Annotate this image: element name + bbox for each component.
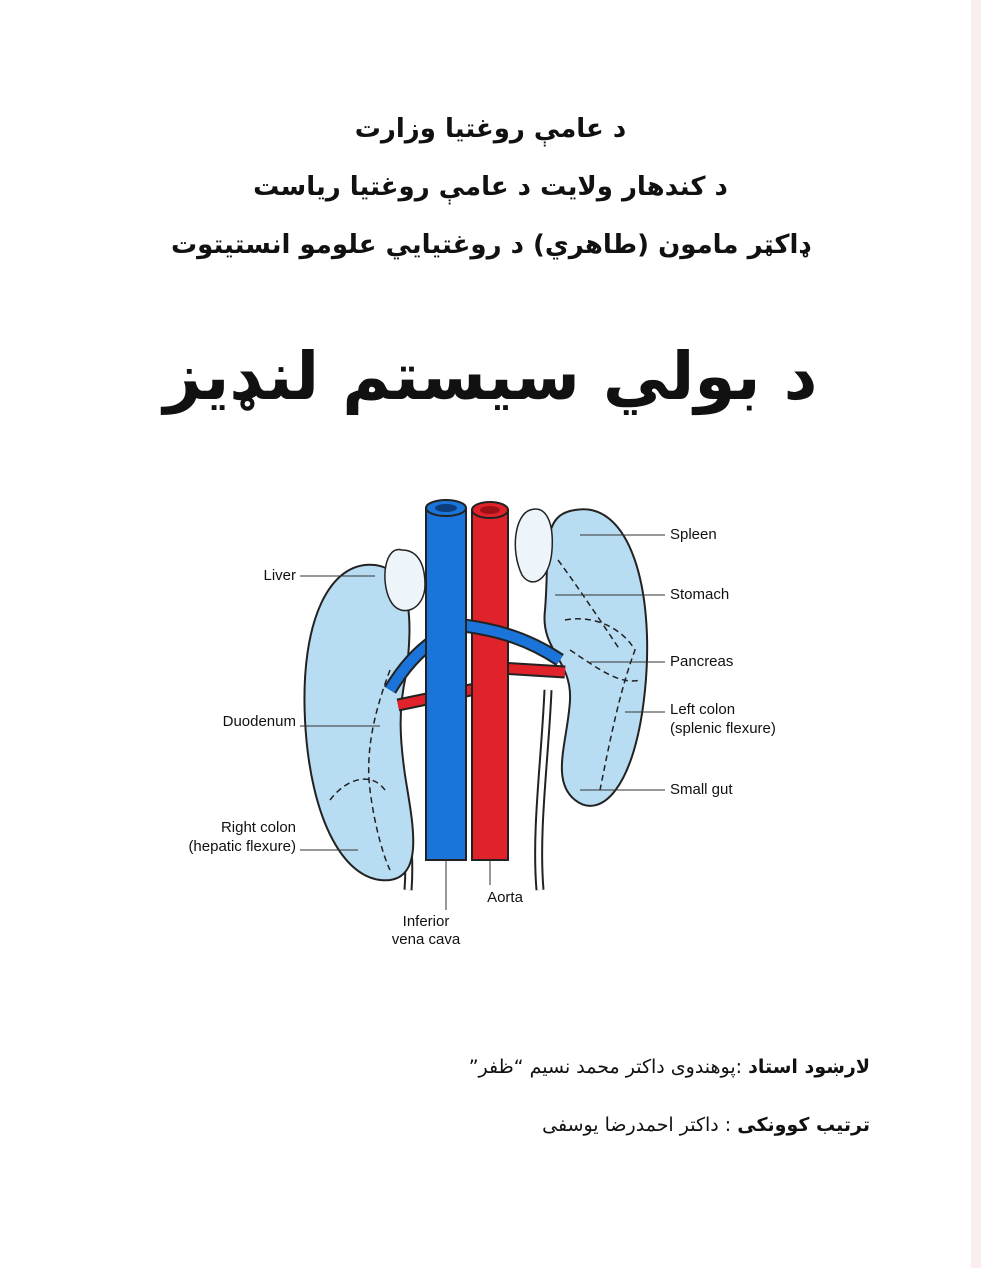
label-stomach: Stomach bbox=[670, 586, 729, 603]
page-edge bbox=[971, 0, 981, 1268]
left-renal-vein-fill bbox=[459, 620, 563, 665]
aorta bbox=[471, 509, 509, 861]
page-title: د بولي سيستم لنډيز bbox=[163, 338, 818, 415]
ivc-lumen bbox=[435, 504, 457, 512]
left-kidney bbox=[543, 508, 649, 807]
label-inferior: Inferior bbox=[403, 913, 450, 930]
label-splenic-flexure: (splenic flexure) bbox=[670, 720, 776, 737]
directorate-line: د کندهار ولايت د عامې روغتيا رياست bbox=[253, 172, 728, 202]
label-liver: Liver bbox=[263, 567, 296, 584]
institute-line: ډاکټر مامون (طاهري) د روغتيايي علومو انس… bbox=[171, 230, 810, 260]
compiler-credit: ترتیب کوونکی : داکتر احمدرضا یوسفی bbox=[300, 1106, 870, 1144]
left-ureter-inner bbox=[536, 689, 551, 891]
compiler-name: : داکتر احمدرضا یوسفی bbox=[542, 1114, 732, 1136]
supervisor-credit: لارښود استاد :پوهندوی داکتر محمد نسیم “ظ… bbox=[300, 1048, 870, 1086]
label-pancreas: Pancreas bbox=[670, 653, 733, 670]
compiler-label: ترتیب کوونکی bbox=[737, 1114, 870, 1136]
label-aorta: Aorta bbox=[487, 889, 524, 906]
supervisor-label: لارښود استاد bbox=[748, 1056, 870, 1078]
kidney-diagram: Liver Duodenum Right colon (hepatic flex… bbox=[188, 499, 776, 948]
inferior-vena-cava bbox=[425, 507, 467, 861]
kidney-anatomy-figure: Liver Duodenum Right colon (hepatic flex… bbox=[180, 490, 800, 960]
aorta-lumen bbox=[480, 506, 500, 514]
label-duodenum: Duodenum bbox=[223, 713, 296, 730]
label-left-colon: Left colon bbox=[670, 701, 735, 718]
right-kidney bbox=[303, 563, 415, 882]
header: د عامې روغتيا وزارت د کندهار ولايت د عام… bbox=[0, 100, 981, 274]
supervisor-name: :پوهندوی داکتر محمد نسیم “ظفر” bbox=[468, 1056, 743, 1078]
right-adrenal-gland bbox=[384, 548, 426, 612]
label-right-colon: Right colon bbox=[221, 819, 296, 836]
left-renal-artery-fill bbox=[499, 663, 566, 677]
label-vena-cava: vena cava bbox=[392, 931, 461, 948]
leader-lines bbox=[300, 534, 665, 910]
label-hepatic-flexure: (hepatic flexure) bbox=[188, 838, 296, 855]
left-adrenal-gland bbox=[514, 508, 553, 583]
ministry-line: د عامې روغتيا وزارت bbox=[354, 114, 627, 144]
organ-outlines bbox=[329, 559, 641, 871]
label-small-gut: Small gut bbox=[670, 781, 733, 798]
label-spleen: Spleen bbox=[670, 526, 717, 543]
